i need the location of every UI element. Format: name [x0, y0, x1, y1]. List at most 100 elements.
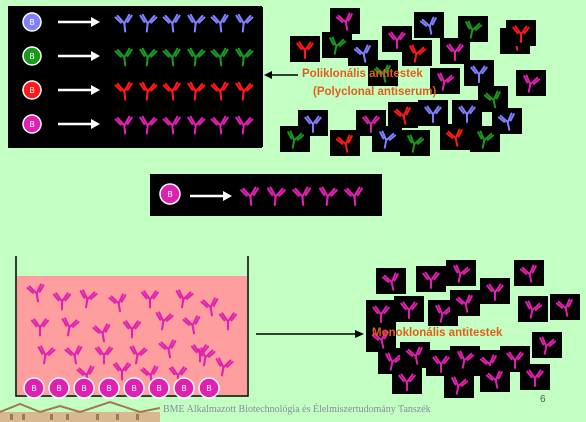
antibody-icon-culture [112, 362, 132, 381]
antibody-tile [330, 8, 360, 34]
antibody-icon-culture [215, 357, 234, 377]
antibody-icon-monoclonal [506, 351, 524, 369]
antibody-tile [368, 60, 398, 86]
antibody-icon-culture [92, 323, 111, 343]
antibody-icon-red [187, 81, 206, 101]
antibody-icon-culture [218, 312, 238, 331]
antibody-icon-green [235, 47, 254, 67]
antibody-icon-monoclonal [526, 369, 544, 387]
antibody-tile-monoclonal [532, 332, 562, 358]
antibody-tile-monoclonal [416, 266, 446, 292]
antibody-icon-culture [37, 345, 56, 365]
antibody-icon [362, 115, 380, 133]
b-cell-culture: B [73, 377, 95, 399]
polyclonal-pointer-arrowhead [264, 71, 272, 79]
arrow-blue [58, 17, 100, 27]
antibody-icon-culture [182, 315, 201, 335]
antibody-icon-culture [175, 289, 194, 309]
antibody-icon-monoclonal [400, 301, 418, 319]
antibody-icon-culture [79, 289, 98, 309]
antibody-icon [497, 112, 515, 131]
antibody-tile-monoclonal [480, 366, 510, 392]
antibody-tile-monoclonal [450, 290, 480, 316]
antibody-icon-culture [200, 297, 219, 317]
antibody-tile [452, 100, 482, 126]
antibody-icon-culture [155, 311, 174, 331]
antibody-icon-magenta [210, 115, 229, 135]
b-cell-letter: B [167, 190, 172, 199]
antibody-tile [418, 100, 448, 126]
antibody-icon-green [162, 47, 181, 67]
antibody-icon-red [139, 81, 158, 101]
b-cell-culture: B [173, 377, 195, 399]
b-cell-letter: B [131, 384, 136, 393]
antibody-tile [440, 124, 470, 150]
antibody-tile-monoclonal [400, 342, 430, 368]
antibody-icon [335, 134, 353, 153]
antibody-icon [329, 36, 347, 55]
antibody-tile-monoclonal [444, 372, 474, 398]
b-cell-letter: B [29, 18, 34, 27]
antibody-icon [437, 72, 455, 91]
page-number: 6 [540, 394, 546, 405]
polyclonal-label-en: (Polyclonal antiserum) [313, 86, 437, 98]
antibody-icon-blue [187, 13, 206, 33]
antibody-icon-culture [158, 339, 177, 359]
antibody-icon-blue [114, 13, 133, 33]
antibody-icon-culture [94, 346, 114, 365]
antibody-icon-culture [140, 290, 160, 309]
antibody-icon [407, 134, 425, 153]
polyclonal-panel [8, 6, 262, 148]
b-cell-letter: B [206, 384, 211, 393]
antibody-icon-green [210, 47, 229, 67]
antibody-icon-magenta [114, 115, 133, 135]
b-cell-red: B [22, 80, 42, 100]
antibody-icon-monoclonal [405, 346, 423, 365]
antibody-icon [512, 25, 530, 43]
antibody-icon-single [266, 186, 286, 207]
antibody-icon-monoclonal [385, 352, 403, 371]
antibody-icon-monoclonal [432, 355, 450, 373]
antibody-icon-single [344, 186, 364, 207]
antibody-icon [409, 44, 427, 63]
antibody-icon-monoclonal [486, 283, 504, 301]
antibody-icon-red [210, 81, 229, 101]
antibody-icon-monoclonal [398, 373, 416, 391]
antibody-tile [458, 16, 488, 42]
antibody-tile-monoclonal [518, 296, 548, 322]
arrow-red [58, 85, 100, 95]
monoclonal-label: Monoklonális antitestek [372, 327, 503, 339]
antibody-icon-monoclonal [525, 300, 543, 319]
antibody-tile [290, 36, 320, 62]
antibody-icon [296, 41, 314, 59]
antibody-icon-magenta [162, 115, 181, 135]
b-cell-culture: B [48, 377, 70, 399]
antibody-icon [477, 130, 495, 149]
antibody-tile-monoclonal [392, 368, 422, 394]
antibody-icon-magenta [139, 115, 158, 135]
antibody-icon-monoclonal [519, 264, 537, 283]
monoclonal-arrowhead [355, 330, 364, 338]
antibody-icon-culture [190, 344, 210, 363]
antibody-tile-monoclonal [366, 300, 396, 326]
antibody-tile [492, 108, 522, 134]
antibody-icon-monoclonal [539, 336, 557, 355]
antibody-tile [400, 130, 430, 156]
antibody-icon-monoclonal [372, 305, 390, 323]
antibody-icon [287, 130, 305, 149]
antibody-icon-monoclonal [555, 298, 573, 317]
antibody-icon-red [114, 81, 133, 101]
b-cell-letter: B [29, 120, 34, 129]
antibody-icon-magenta [235, 115, 254, 135]
b-cell-letter: B [156, 384, 161, 393]
antibody-icon [470, 65, 488, 83]
antibody-tile [440, 38, 470, 64]
antibody-icon [458, 105, 476, 123]
antibody-icon-blue [139, 13, 158, 33]
antibody-icon [419, 16, 437, 35]
b-cell-culture: B [98, 377, 120, 399]
arrow-green [58, 51, 100, 61]
polyclonal-bracket [250, 7, 263, 147]
antibody-tile [388, 102, 418, 128]
antibody-icon-green [139, 47, 158, 67]
